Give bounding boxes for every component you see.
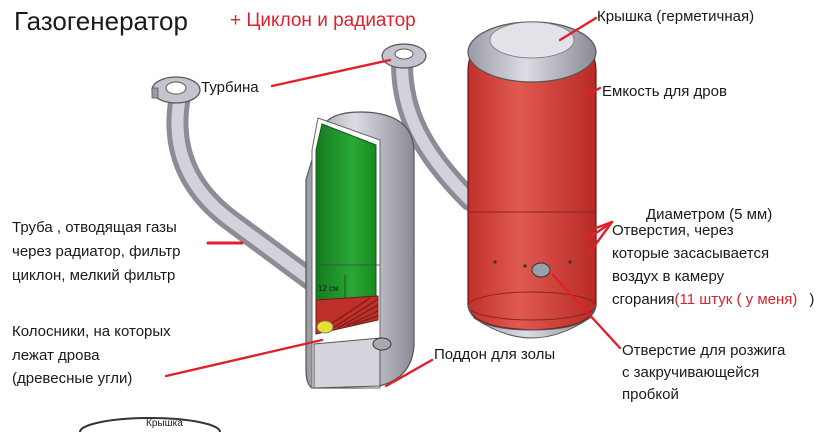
label-holes-paren: )	[809, 291, 815, 308]
label-ignition-line1: Отверстие для розжига	[622, 342, 786, 359]
label-ignition-line2: с закручивающейся	[622, 364, 760, 381]
label-grate-line3: (древесные угли)	[12, 370, 133, 387]
label-holes-line2: которые засасывается	[612, 245, 770, 262]
callout-lines	[164, 16, 622, 388]
turbine-pipe	[391, 53, 481, 211]
label-holes-count: (11 штук ( у меня)	[674, 291, 798, 308]
tank-bottom	[467, 304, 597, 339]
label-holes-line4: сгорания(11 штук ( у меня))	[612, 289, 814, 310]
label-tank: Емкость для дров	[602, 83, 727, 100]
label-pipe-line1: Труба , отводящая газы	[12, 219, 177, 236]
turbine-fitting-left	[151, 76, 201, 104]
label-pipe-line2: через радиатор, фильтр	[12, 243, 181, 260]
diagram-subtitle: + Циклон и радиатор	[230, 10, 416, 31]
grate-bars	[315, 295, 379, 335]
label-turbine: Турбина	[201, 79, 259, 96]
turbine-fitting-right	[381, 43, 427, 69]
label-ash-tray: Поддон для золы	[434, 346, 556, 363]
label-holes-line3: воздух в камеру	[612, 268, 725, 285]
label-holes-word: сгорания	[612, 291, 675, 308]
label-holes-line1: Отверстия, через	[612, 222, 734, 239]
combustion-chamber-inner	[315, 123, 380, 301]
ash-tray	[313, 337, 392, 389]
label-dimension: 12 см	[318, 284, 339, 293]
label-lid: Крышка (герметичная)	[597, 8, 755, 25]
label-pipe-line3: циклон, мелкий фильтр	[12, 267, 176, 284]
bottom-lid-edge	[79, 417, 221, 432]
diagram-title: Газогенератор	[14, 6, 188, 36]
outlet-pipe	[166, 85, 329, 296]
label-grate-line1: Колосники, на которых	[12, 323, 171, 340]
label-diameter: Диаметром (5 мм)	[646, 206, 773, 223]
label-ignition-line3: пробкой	[622, 386, 679, 403]
label-grate-line2: лежат дрова	[12, 347, 100, 364]
label-bottom-lid: Крышка	[146, 418, 183, 429]
